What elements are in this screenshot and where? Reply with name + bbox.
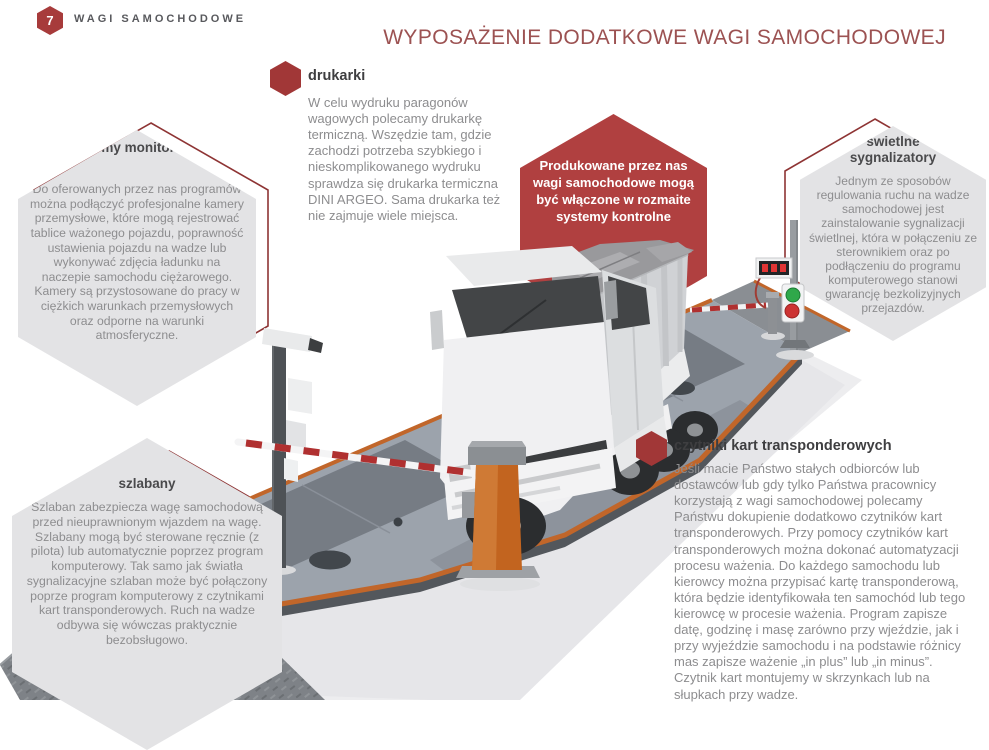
readers-body: Jeśli macie Państwo stałych odbiorców lu… bbox=[674, 461, 966, 702]
front-barrier bbox=[234, 438, 540, 591]
brochure-page: { "page": { "number": "7", "header": "WA… bbox=[0, 6, 986, 750]
barriers-body: Szlaban zabezpiecza wagę samochodową prz… bbox=[26, 500, 268, 647]
traffic-light-pole bbox=[754, 220, 814, 360]
page-header: WAGI SAMOCHODOWE bbox=[74, 13, 247, 25]
camera-pole bbox=[262, 328, 323, 575]
hexagon-bullet-icon bbox=[636, 431, 667, 466]
signal-cable bbox=[754, 277, 767, 309]
readers-title: czytniki kart transponderowych bbox=[674, 438, 892, 454]
right-mirror bbox=[604, 280, 618, 320]
far-barrier-arm bbox=[691, 302, 767, 313]
traffic-light-icon bbox=[781, 283, 805, 323]
control-body: Produkowane przez nas wagi samochodowe m… bbox=[532, 158, 695, 224]
monitoring-callout: systemy monitoringu, Do oferowanych prze… bbox=[18, 130, 256, 406]
barrier-arm bbox=[245, 439, 489, 479]
barriers-title: szlabany bbox=[118, 476, 176, 491]
far-barrier bbox=[689, 292, 785, 340]
lights-body: Jednym ze sposobów regulowania ruchu na … bbox=[808, 174, 978, 316]
barriers-callout: szlabany Szlaban zabezpiecza wagę samoch… bbox=[12, 438, 282, 750]
camera-icon bbox=[262, 328, 323, 353]
printers-body: W celu wydruku paragonów wagowych poleca… bbox=[308, 95, 501, 223]
lights-title: świetlne sygnalizatory bbox=[849, 134, 937, 166]
monitoring-body: Do oferowanych przez nas programów można… bbox=[29, 182, 245, 343]
card-reader-boxes bbox=[284, 378, 312, 482]
left-mirror bbox=[430, 310, 444, 350]
printers-title: drukarki bbox=[308, 68, 366, 84]
page-title: WYPOSAŻENIE DODATKOWE WAGI SAMOCHODOWEJ bbox=[383, 26, 946, 49]
led-display bbox=[755, 257, 793, 279]
lights-callout: świetlne sygnalizatory Jednym ze sposobó… bbox=[800, 126, 986, 341]
